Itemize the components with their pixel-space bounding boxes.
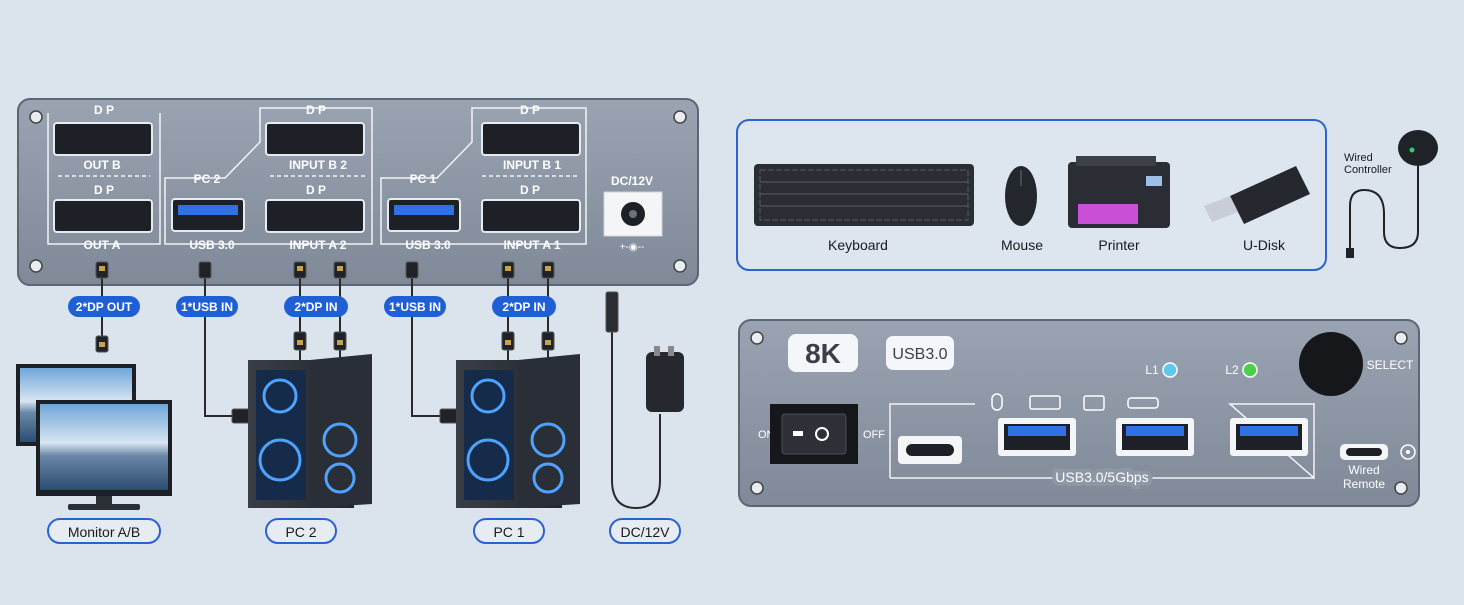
badge-usb-in-pc2: 1*USB IN [181, 300, 233, 314]
l1-label: L1 [1145, 363, 1159, 377]
pc2-label: PC 2 [285, 524, 316, 540]
dp-label: D P [306, 103, 326, 117]
wired-controller-line2: Controller [1344, 164, 1392, 176]
wired-controller-icon [1346, 130, 1438, 258]
remote-label-line1: Wired [1348, 463, 1379, 477]
pc2-tower-icon [248, 354, 372, 508]
pc1-tower-icon [456, 354, 580, 508]
out-a-label: OUT A [84, 238, 121, 252]
mouse-small-icon [991, 393, 1003, 411]
udisk-label: U-Disk [1243, 237, 1286, 253]
badge-8k: 8K [805, 338, 841, 369]
printer-label: Printer [1098, 237, 1140, 253]
select-knob[interactable] [1299, 332, 1363, 396]
monitor-label: Monitor A/B [68, 524, 140, 540]
input-b2-label: INPUT B 2 [289, 158, 347, 172]
keyboard-small-icon [1029, 395, 1061, 410]
out-b-label: OUT B [83, 158, 121, 172]
power-adapter-icon [646, 346, 684, 412]
badge-usb-in-pc1: 1*USB IN [389, 300, 441, 314]
pc1-port-label: PC 1 [410, 172, 437, 186]
mouse-label: Mouse [1001, 237, 1043, 253]
remote-label-line2: Remote [1343, 477, 1385, 491]
back-panel: D P OUT B D P OUT A PC 2 D P INPUT B 2 D… [17, 98, 699, 286]
dp-port [53, 199, 153, 233]
dp-port [265, 122, 365, 156]
dp-label: D P [520, 103, 540, 117]
dp-port [265, 199, 365, 233]
dc-label: DC/12V [611, 174, 653, 188]
device-labels: Monitor A/B PC 2 PC 1 DC/12V [47, 518, 681, 544]
badge-dp-out: 2*DP OUT [76, 300, 133, 314]
pc2-port-label: PC 2 [194, 172, 221, 186]
input-b1-label: INPUT B 1 [503, 158, 561, 172]
screw-icon [750, 331, 1408, 495]
printer-small-icon [1083, 395, 1105, 411]
printer-icon [1068, 156, 1170, 228]
input-a1-label: INPUT A 1 [503, 238, 560, 252]
usb30-label: USB 3.0 [189, 238, 235, 252]
usb30-label: USB 3.0 [405, 238, 451, 252]
mouse-icon [1005, 166, 1037, 226]
dp-label: D P [520, 183, 540, 197]
l2-led-icon [1242, 362, 1258, 378]
screw-icon [29, 110, 687, 273]
polarity-label: +-◉-- [620, 242, 645, 253]
keyboard-label: Keyboard [828, 237, 888, 253]
dp-port [481, 122, 581, 156]
dp-label: D P [306, 183, 326, 197]
usb-stick-small-icon [1127, 397, 1159, 409]
dp-label: D P [94, 183, 114, 197]
front-panel: 8K USB3.0 SELECT L1 L2 ON OFF USB3.0/5Gb… [738, 319, 1420, 507]
badge-dp-in-pc1: 2*DP IN [502, 300, 545, 314]
dp-label: D P [94, 103, 114, 117]
cable-badges: 2*DP OUT 1*USB IN 2*DP IN 1*USB IN 2*DP … [68, 296, 556, 317]
usb-group-label: USB3.0/5Gbps [1055, 469, 1148, 485]
dp-port [53, 122, 153, 156]
input-a2-label: INPUT A 2 [289, 238, 346, 252]
wired-controller-line1: Wired [1344, 152, 1373, 164]
peripherals-box: Keyboard Mouse Printer U-Disk [736, 119, 1327, 271]
badge-dp-in-pc2: 2*DP IN [294, 300, 337, 314]
dp-port [481, 199, 581, 233]
off-label: OFF [863, 429, 885, 441]
keyboard-icon [754, 164, 974, 226]
l2-label: L2 [1225, 363, 1239, 377]
pc1-label: PC 1 [493, 524, 524, 540]
badge-usb30: USB3.0 [892, 346, 947, 363]
usb-drive-icon [1204, 166, 1310, 224]
power-switch[interactable] [781, 413, 847, 455]
select-label: SELECT [1367, 358, 1414, 372]
monitor-icon [16, 364, 172, 510]
l1-led-icon [1162, 362, 1178, 378]
dc-device-label: DC/12V [620, 524, 670, 540]
